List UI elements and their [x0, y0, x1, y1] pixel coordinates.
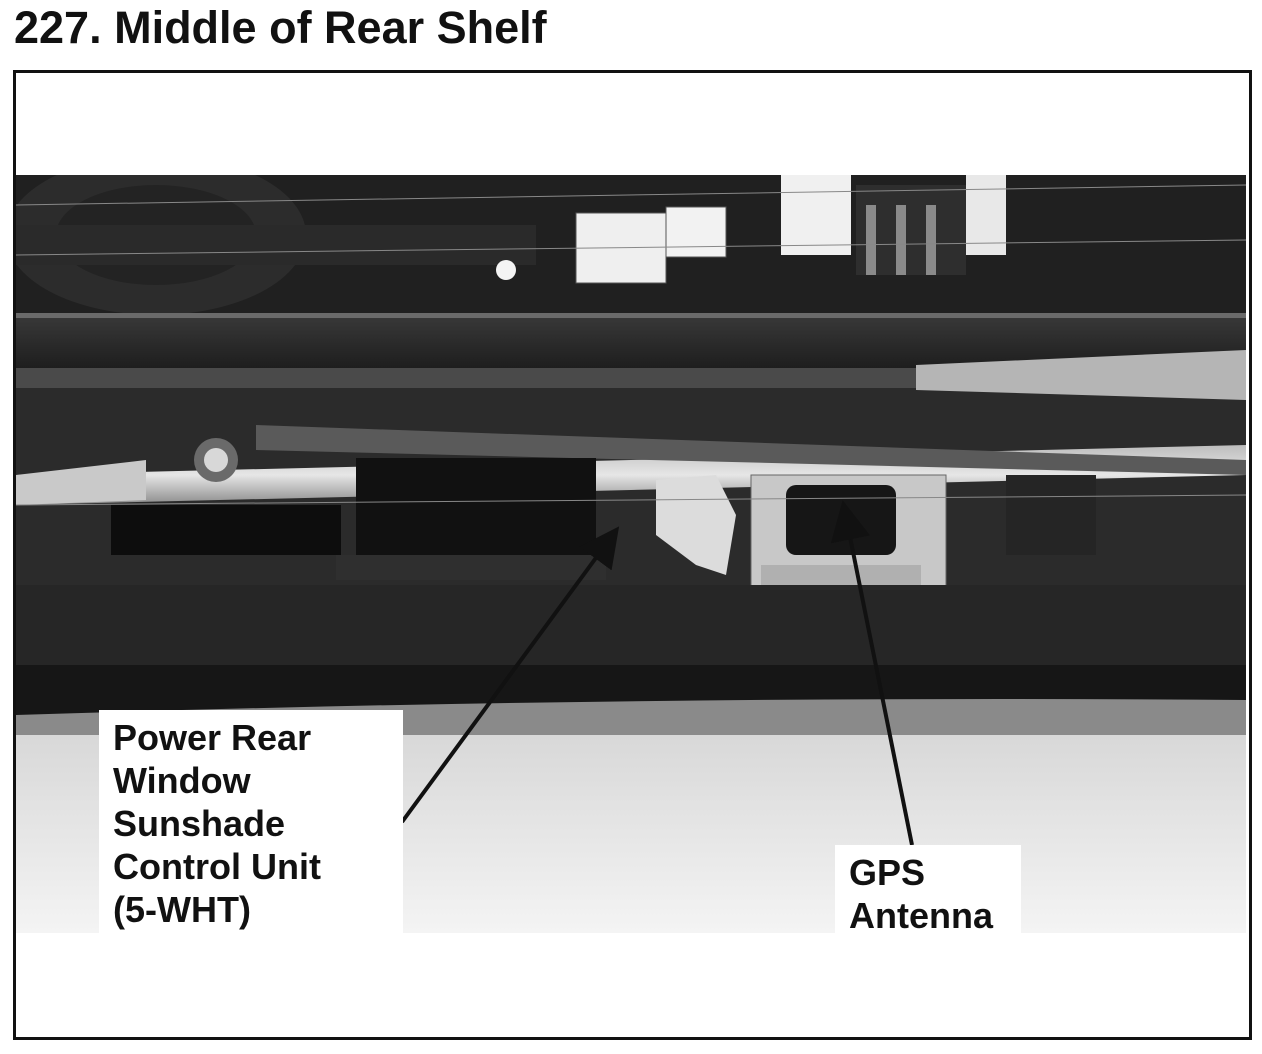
figure-title: 227. Middle of Rear Shelf	[14, 2, 547, 53]
callout-line: Control Unit	[113, 846, 321, 887]
callout-sunshade-control-unit: Power Rear Window Sunshade Control Unit …	[99, 710, 403, 942]
callout-line: Window	[113, 760, 251, 801]
callout-line: Antenna	[849, 895, 993, 936]
callout-line: Sunshade	[113, 803, 286, 844]
callout-line: GPS	[849, 852, 926, 893]
callout-line: (5-WHT)	[113, 889, 251, 930]
callout-gps-antenna: GPS Antenna	[835, 845, 1021, 943]
callout-line: Power Rear	[113, 717, 312, 758]
